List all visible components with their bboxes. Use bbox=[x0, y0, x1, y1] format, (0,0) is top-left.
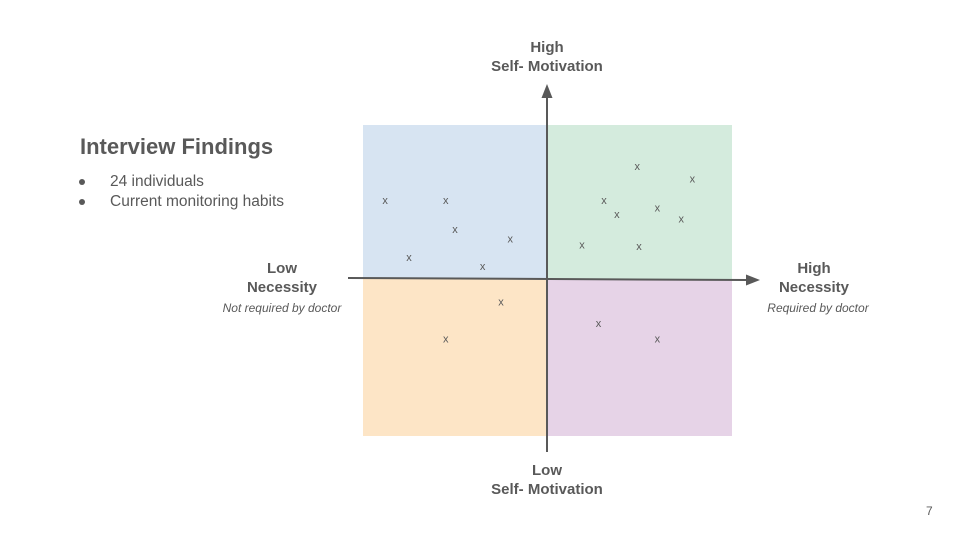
data-point-x-marker: x bbox=[507, 234, 513, 246]
axis-note-left: Not required by doctor bbox=[222, 301, 342, 315]
data-point-x-marker: x bbox=[498, 297, 504, 309]
data-point-x-marker: x bbox=[382, 195, 388, 207]
quadrant-low-necessity-low-motivation bbox=[363, 279, 547, 436]
slide-title: Interview Findings bbox=[80, 134, 274, 159]
quadrant-high-necessity-low-motivation bbox=[547, 279, 732, 436]
data-point-x-marker: x bbox=[406, 252, 412, 264]
quadrant-low-necessity-high-motivation bbox=[363, 125, 547, 279]
data-point-x-marker: x bbox=[596, 318, 602, 330]
data-point-x-marker: x bbox=[443, 195, 449, 207]
axis-label-bottom: Low Self- Motivation bbox=[491, 462, 603, 498]
data-point-x-marker: x bbox=[679, 213, 685, 225]
axis-label-right: High Necessity bbox=[778, 260, 850, 296]
arrow-up-icon bbox=[541, 84, 553, 98]
data-point-x-marker: x bbox=[690, 173, 696, 185]
axis-label-top: High Self- Motivation bbox=[491, 39, 603, 75]
data-point-x-marker: x bbox=[655, 203, 661, 215]
axis-note-right: Required by doctor bbox=[767, 301, 869, 315]
quadrant-high-necessity-high-motivation bbox=[547, 125, 732, 279]
data-point-x-marker: x bbox=[601, 195, 607, 207]
data-point-x-marker: x bbox=[655, 334, 661, 346]
findings-item: Current monitoring habits bbox=[78, 192, 284, 212]
findings-item: 24 individuals bbox=[78, 172, 284, 192]
findings-list: 24 individuals Current monitoring habits bbox=[78, 172, 284, 212]
data-point-x-marker: x bbox=[443, 334, 449, 346]
horizontal-axis bbox=[347, 277, 748, 281]
page-number: 7 bbox=[926, 504, 933, 518]
data-point-x-marker: x bbox=[634, 161, 640, 173]
data-point-x-marker: x bbox=[636, 241, 642, 253]
data-point-x-marker: x bbox=[579, 240, 585, 252]
data-point-x-marker: x bbox=[452, 224, 458, 236]
data-point-x-marker: x bbox=[614, 209, 620, 221]
arrow-right-icon bbox=[746, 274, 760, 286]
axis-label-left: Low Necessity bbox=[246, 260, 318, 296]
data-point-x-marker: x bbox=[480, 261, 486, 273]
